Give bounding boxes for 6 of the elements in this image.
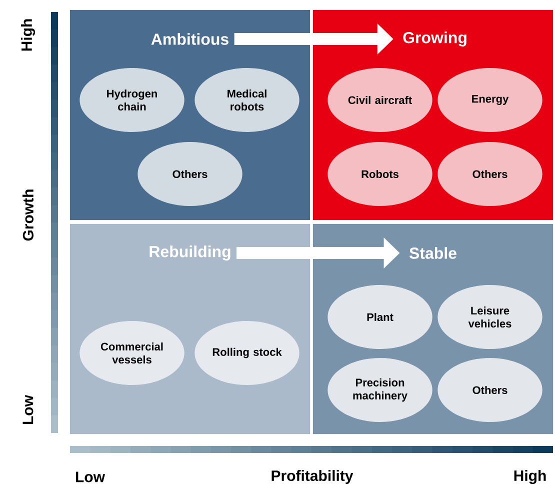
axis-label: High [514,470,546,484]
axis-label: Growth [22,190,34,241]
axis-label: Low [22,395,34,424]
axis-label: Profitability [272,470,354,484]
axis-label: High [20,19,36,51]
axis-label: Low [76,472,106,482]
